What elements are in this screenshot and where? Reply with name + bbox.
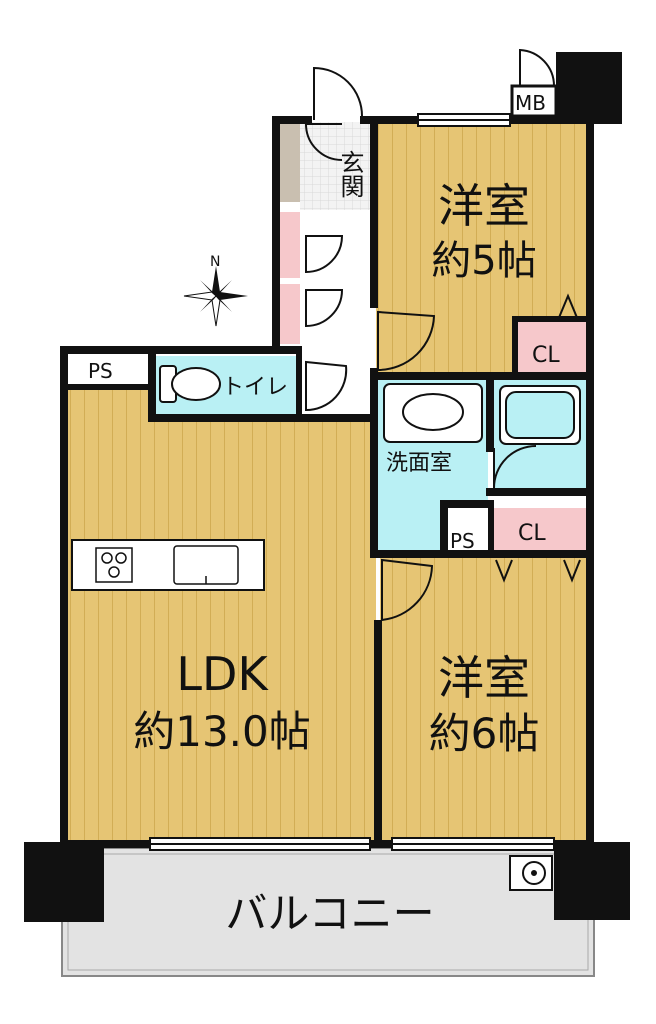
ldk-name: LDK (176, 647, 269, 701)
closet-top (518, 322, 586, 372)
door-swing-icon (305, 48, 581, 622)
toilet-label: トイレ (222, 375, 288, 400)
stove-icon (95, 547, 133, 583)
cl-top-label: CL (532, 343, 560, 368)
bedroom1-name: 洋室 (438, 179, 530, 233)
cl-mid-label: CL (518, 521, 546, 546)
bedroom2-name: 洋室 (438, 651, 530, 705)
outdoor-unit-icon (509, 855, 553, 891)
entrance-label: 玄関 (336, 150, 364, 198)
shoe-box (278, 124, 300, 202)
balcony (61, 847, 595, 977)
bedroom1-size: 約5帖 (431, 238, 536, 284)
hall-closet-1 (278, 212, 300, 278)
closet-mid (492, 508, 586, 552)
ps-top-label: PS (88, 359, 113, 383)
sink-icon (173, 545, 239, 585)
bathtub-icon (499, 385, 581, 445)
entrance-floor (300, 122, 372, 210)
compass-north-label: N (210, 254, 220, 270)
ps-mid-label: PS (450, 529, 475, 553)
mb-label: MB (515, 91, 546, 115)
windows (149, 113, 555, 851)
washroom-lower (378, 500, 442, 550)
washroom-label: 洗面室 (386, 451, 452, 476)
ps-mid-box (446, 520, 488, 554)
balcony-label: バルコニー (225, 889, 434, 938)
toilet-icon (159, 365, 221, 403)
bedroom2-size: 約6帖 (429, 709, 540, 758)
hall-closet-2 (278, 284, 300, 344)
ldk-floor (66, 390, 376, 844)
ps-top-box (66, 354, 150, 384)
compass-rose-icon (183, 266, 248, 327)
ldk-size: 約13.0帖 (133, 707, 311, 756)
washbasin-icon (383, 383, 483, 443)
kitchen-counter (71, 539, 265, 591)
